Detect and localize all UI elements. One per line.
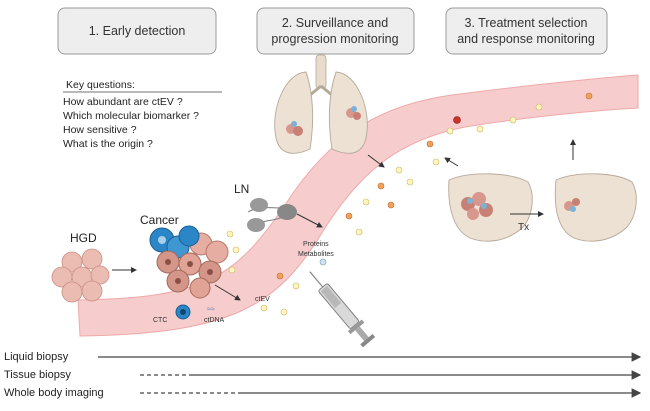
phase-title: 1. Early detection	[89, 24, 186, 38]
tissue-biopsy-label: Tissue biopsy	[4, 369, 71, 381]
phase-title-line1: 3. Treatment selection	[465, 16, 588, 30]
phase-early-detection: 1. Early detection	[57, 7, 217, 55]
liver-post-treatment	[554, 139, 637, 242]
phase-treatment: 3. Treatment selection and response moni…	[445, 7, 608, 55]
lungs-organ	[274, 54, 385, 168]
phase-title-line2: progression monitoring	[271, 32, 398, 46]
phase-title-line2: and response monitoring	[457, 32, 595, 46]
ln-label: LN	[234, 182, 249, 196]
modality-timelines: Liquid biopsy Tissue biopsy Whole body i…	[4, 351, 642, 399]
key-question: What is the origin ?	[63, 138, 153, 150]
ctev-label: ctEV	[255, 296, 270, 303]
phase-title-line1: 2. Surveillance and	[282, 16, 388, 30]
whole-body-imaging-label: Whole body imaging	[4, 387, 104, 399]
vessel-labels: Proteins Metabolites CTC ≈≈ ctDNA ctEV	[153, 241, 334, 324]
treatment-arrow: Tx	[510, 211, 544, 233]
key-question: How abundant are ctEV ?	[63, 96, 183, 108]
lymph-node: LN	[234, 182, 323, 232]
proteins-label: Proteins	[303, 241, 329, 248]
tx-label: Tx	[518, 222, 529, 233]
liquid-biopsy-label: Liquid biopsy	[4, 351, 69, 363]
extracellular-vesicles	[226, 92, 593, 316]
key-questions: Key questions: How abundant are ctEV ? W…	[63, 79, 222, 150]
key-question: How sensitive ?	[63, 124, 137, 136]
metabolites-label: Metabolites	[298, 251, 334, 258]
phase-surveillance: 2. Surveillance and progression monitori…	[256, 7, 415, 55]
hgd-label: HGD	[70, 231, 97, 245]
ctc-label: CTC	[153, 317, 167, 324]
ctdna-label: ctDNA	[204, 317, 225, 324]
cancer-cells: Cancer	[140, 213, 241, 301]
cancer-label: Cancer	[140, 213, 179, 227]
dna-strand-icon: ≈≈	[207, 306, 215, 313]
hgd-cells: HGD	[51, 231, 137, 303]
syringe-icon	[309, 271, 376, 348]
liver-pre-treatment	[444, 157, 533, 242]
key-question: Which molecular biomarker ?	[63, 110, 199, 122]
key-questions-title: Key questions:	[66, 79, 135, 91]
